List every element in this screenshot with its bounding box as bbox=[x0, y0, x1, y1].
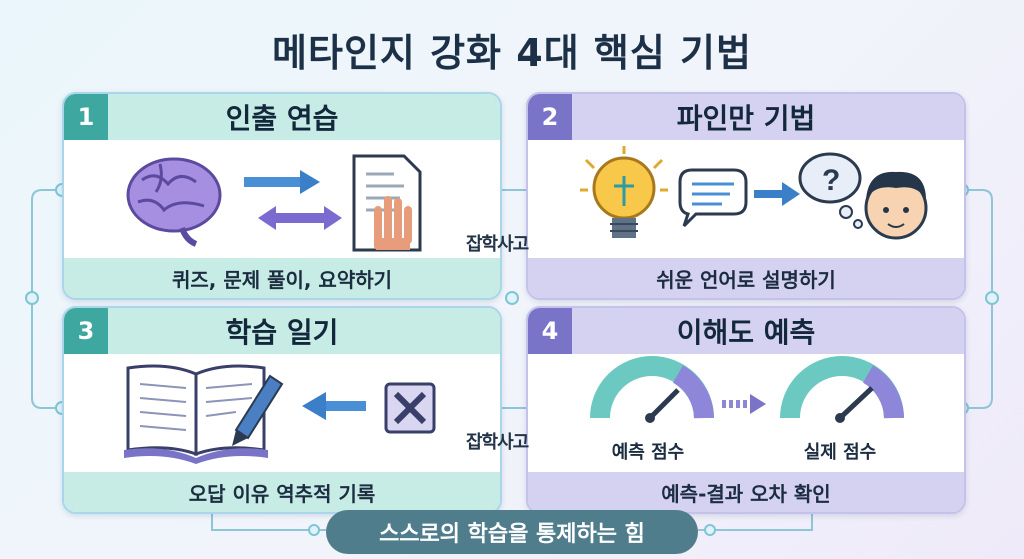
card-title: 학습 일기 bbox=[225, 316, 339, 349]
arrow-icon bbox=[302, 392, 366, 420]
card-retrieval-practice: 1 인출 연습 퀴즈, 문제 풀이, 요약하기 bbox=[62, 92, 502, 300]
card-illustration: ? bbox=[580, 146, 928, 240]
brain-icon bbox=[126, 157, 222, 247]
card-comprehension-prediction: 4 이해도 예측 예측 점수 실제 점수 예측-결과 오차 확인 bbox=[526, 306, 966, 514]
watermark: 잡학사고 bbox=[466, 234, 529, 255]
card-number: 3 bbox=[64, 308, 108, 354]
card-number: 2 bbox=[528, 94, 572, 140]
card-header: 2 파인만 기법 bbox=[528, 94, 964, 140]
watermark: 잡학사고 bbox=[466, 432, 529, 453]
arrows-icon bbox=[244, 170, 342, 230]
card-number: 4 bbox=[528, 308, 572, 354]
card-header: 3 학습 일기 bbox=[64, 308, 500, 354]
document-hand-icon bbox=[352, 154, 422, 252]
pen-icon bbox=[232, 374, 284, 446]
boy-face-icon bbox=[864, 171, 928, 240]
card-illustration bbox=[124, 364, 436, 464]
thought-bubble-icon: ? bbox=[798, 152, 863, 229]
lightbulb-icon bbox=[580, 146, 668, 238]
bottom-banner: 스스로의 학습을 통제하는 힘 bbox=[326, 510, 698, 554]
card-learning-journal: 3 학습 일기 오답 이유 역추적 기록 bbox=[62, 306, 502, 514]
svg-text:?: ? bbox=[822, 164, 840, 197]
card-title: 파인만 기법 bbox=[676, 102, 816, 135]
card-caption: 예측-결과 오차 확인 bbox=[528, 472, 964, 512]
gauge-label-actual: 실제 점수 bbox=[804, 442, 877, 463]
arrow-icon bbox=[722, 394, 766, 414]
card-caption: 퀴즈, 문제 풀이, 요약하기 bbox=[64, 258, 500, 298]
card-caption: 오답 이유 역추적 기록 bbox=[64, 472, 500, 512]
arrow-icon bbox=[754, 182, 800, 206]
card-caption: 쉬운 언어로 설명하기 bbox=[528, 258, 964, 298]
card-header: 4 이해도 예측 bbox=[528, 308, 964, 354]
card-title: 이해도 예측 bbox=[676, 316, 816, 349]
card-illustration: 예측 점수 실제 점수 bbox=[590, 356, 904, 463]
speech-bubble-icon bbox=[678, 168, 748, 228]
card-number: 1 bbox=[64, 94, 108, 140]
card-title: 인출 연습 bbox=[225, 102, 339, 135]
page-title: 메타인지 강화 4대 핵심 기법 bbox=[272, 31, 752, 75]
card-header: 1 인출 연습 bbox=[64, 94, 500, 140]
card-illustration bbox=[126, 154, 422, 252]
gauge-icon bbox=[590, 356, 714, 423]
checkbox-x-icon bbox=[384, 382, 436, 434]
gauge-icon bbox=[780, 356, 904, 423]
gauge-label-predicted: 예측 점수 bbox=[612, 442, 685, 463]
card-feynman-technique: 2 파인만 기법 ? bbox=[526, 92, 966, 300]
